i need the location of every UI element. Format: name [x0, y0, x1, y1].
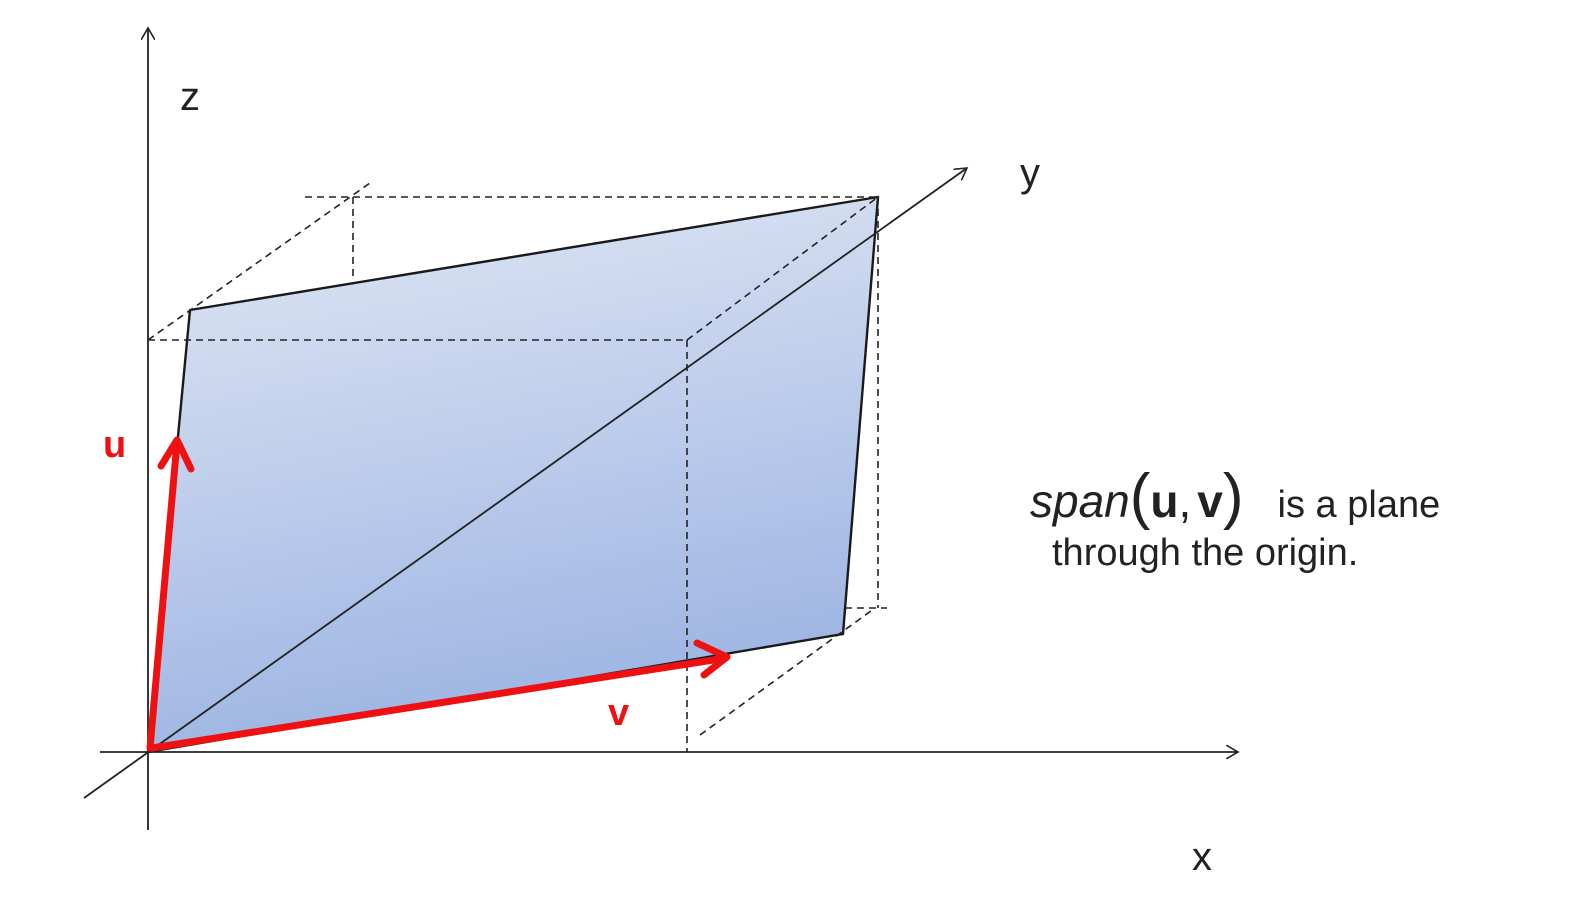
dashed-guides [147, 182, 887, 752]
span-caption: span ( u , v ) is a plane through the or… [1030, 466, 1440, 575]
vector-v-arrowhead [693, 639, 731, 679]
caption-comma: , [1178, 475, 1192, 527]
vector-u-arrowhead [157, 436, 195, 473]
vector-u-label: u [103, 424, 126, 466]
caption-arg-v: v [1197, 475, 1223, 527]
vectors [146, 436, 731, 752]
span-function: span [1030, 475, 1130, 527]
caption-line-1-tail: is a plane [1277, 484, 1441, 526]
caption-line-1: span ( u , v ) is a plane [1030, 466, 1440, 528]
open-paren: ( [1129, 462, 1151, 531]
y-axis-label: y [1020, 151, 1040, 195]
z-axis-label: z [180, 75, 200, 119]
close-paren: ) [1222, 462, 1244, 531]
caption-line-2: through the origin. [1052, 532, 1359, 574]
vector-v [148, 654, 730, 752]
caption-arg-u: u [1150, 475, 1179, 527]
x-axis-label: x [1192, 835, 1212, 879]
plane-surface [146, 195, 880, 754]
vector-v-label: v [608, 692, 629, 734]
y-axis [83, 168, 967, 799]
axes [83, 28, 1238, 830]
vector-u [146, 438, 181, 752]
